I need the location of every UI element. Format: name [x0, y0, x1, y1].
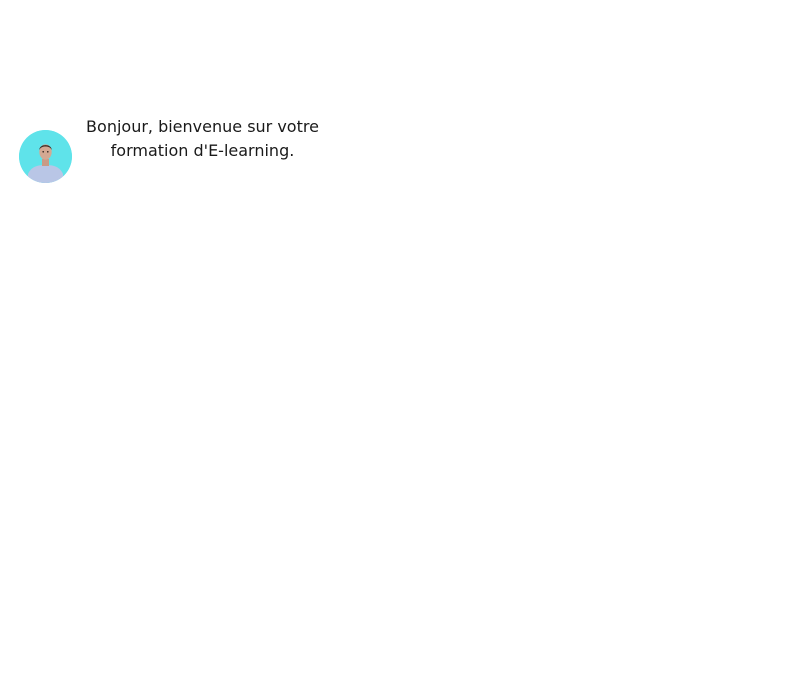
welcome-message-line-1: Bonjour, bienvenue sur votre [86, 117, 319, 136]
avatar [19, 130, 72, 183]
welcome-message: Bonjour, bienvenue sur votre formation d… [80, 115, 325, 163]
person-avatar-icon [19, 130, 72, 183]
welcome-message-line-2: formation d'E-learning. [110, 141, 295, 160]
